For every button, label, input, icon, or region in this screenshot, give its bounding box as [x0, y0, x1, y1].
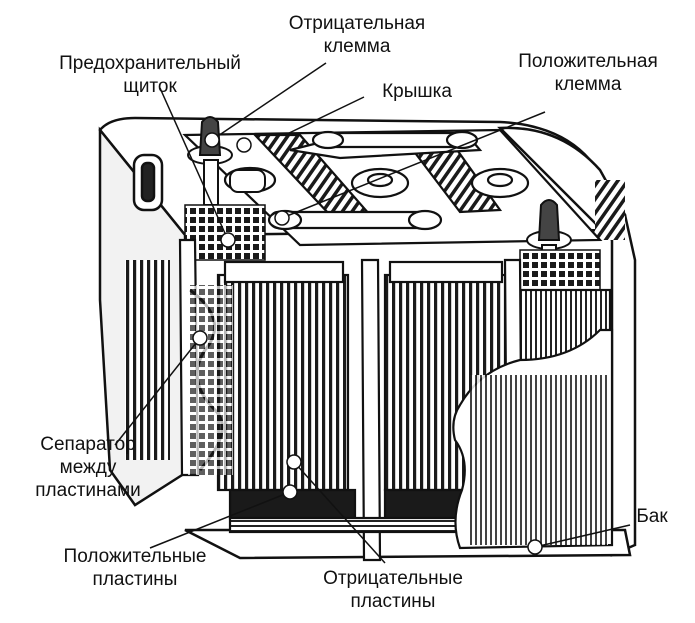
- label-tank: Бак: [622, 505, 682, 528]
- label-separator-line1: Сепаратор: [40, 434, 136, 455]
- label-cover: Крышка: [362, 80, 472, 103]
- battery-cover: [182, 128, 603, 247]
- label-negative-terminal-line2: клемма: [323, 36, 391, 57]
- label-positive-plates-line2: пластины: [92, 569, 178, 590]
- label-cover-text: Крышка: [382, 81, 452, 102]
- label-negative-plates-line2: пластины: [350, 591, 436, 612]
- label-negative-terminal: Отрицательная клемма: [262, 12, 452, 58]
- label-negative-plates: Отрицательные пластины: [288, 567, 498, 613]
- label-safety-shield: Предохранительный щиток: [20, 52, 280, 98]
- label-safety-shield-line2: щиток: [123, 76, 177, 97]
- label-separator: Сепаратор между пластинами: [8, 433, 168, 502]
- leader-lines: [114, 62, 631, 564]
- label-positive-terminal-line1: Положительная: [518, 51, 658, 72]
- label-negative-plates-line1: Отрицательные: [323, 568, 463, 589]
- plate-strap-tops: [184, 204, 601, 291]
- label-negative-terminal-line1: Отрицательная: [288, 13, 426, 34]
- label-positive-terminal: Положительная клемма: [488, 50, 688, 96]
- label-positive-plates-line1: Положительные: [63, 546, 207, 567]
- label-positive-terminal-line2: клемма: [554, 74, 622, 95]
- label-positive-plates: Положительные пластины: [30, 545, 240, 591]
- label-separator-line2: между: [59, 457, 117, 478]
- label-separator-line3: пластинами: [35, 480, 141, 501]
- label-tank-text: Бак: [636, 506, 668, 527]
- label-safety-shield-line1: Предохранительный: [59, 53, 241, 74]
